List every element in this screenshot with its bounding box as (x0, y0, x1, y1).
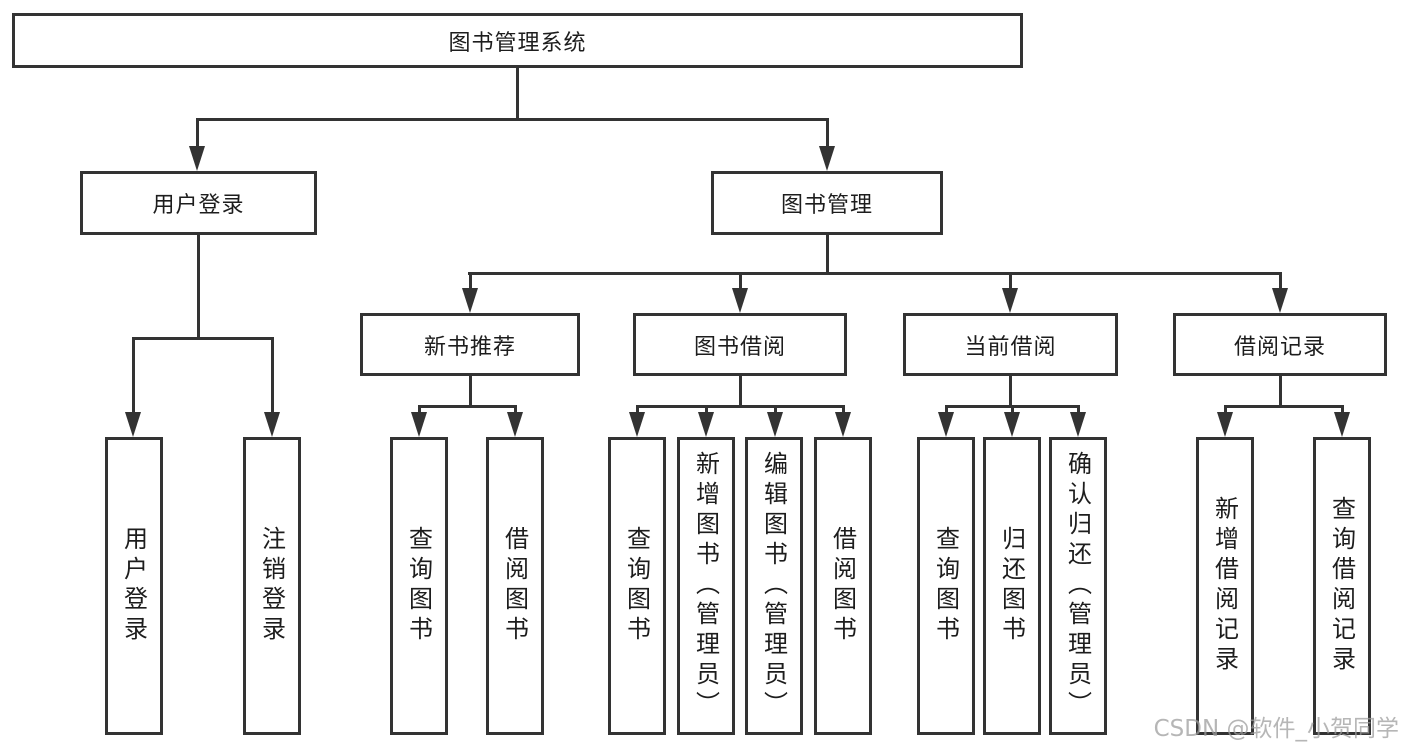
leaf-confirm-return-admin-label: 确认归还（管理员） (1063, 451, 1092, 721)
arrow-down-current-borrow (1002, 288, 1018, 313)
leaf-return-books: 归还图书 (983, 437, 1041, 735)
leaf-search-books-current-label: 查询图书 (931, 526, 960, 646)
connector-borrow-records-hline (1224, 405, 1344, 408)
node-book-borrowing: 图书借阅 (633, 313, 847, 376)
arrow-down (507, 412, 523, 437)
arrow-down (938, 412, 954, 437)
connector-drop (418, 405, 421, 414)
leaf-add-book-admin-label: 新增图书（管理员） (691, 451, 720, 721)
arrow-down-book-management (819, 146, 835, 171)
arrow-down-user-login (189, 146, 205, 171)
connector-drop (1224, 405, 1227, 414)
connector-drop (842, 405, 845, 414)
leaf-add-borrow-record: 新增借阅记录 (1196, 437, 1254, 735)
leaf-search-books-borrowing: 查询图书 (608, 437, 666, 735)
connector-book-borrowing-stem (739, 376, 742, 405)
arrow-down-new-book (462, 288, 478, 313)
leaf-add-book-admin: 新增图书（管理员） (677, 437, 735, 735)
node-book-management-label: 图书管理 (780, 193, 873, 218)
leaf-edit-book-admin: 编辑图书（管理员） (745, 437, 803, 735)
arrow-down (767, 412, 783, 437)
connector-drop-leaf-login (132, 337, 135, 415)
node-root: 图书管理系统 (12, 13, 1023, 68)
arrow-down (835, 412, 851, 437)
connector-drop-new-book (469, 272, 472, 290)
connector-user-login-stem (197, 235, 200, 337)
arrow-down-borrow-records (1272, 288, 1288, 313)
connector-new-book-stem (469, 376, 472, 405)
node-borrowing-records: 借阅记录 (1173, 313, 1387, 376)
arrow-down-leaf-logout (264, 412, 280, 437)
connector-drop (514, 405, 517, 414)
leaf-confirm-return-admin: 确认归还（管理员） (1049, 437, 1107, 735)
arrow-down (1070, 412, 1086, 437)
connector-root-hline (196, 118, 829, 121)
node-current-borrowing-label: 当前借阅 (964, 334, 1057, 360)
leaf-logout: 注销登录 (243, 437, 301, 735)
leaf-edit-book-admin-label: 编辑图书（管理员） (759, 451, 788, 721)
leaf-logout-label: 注销登录 (257, 526, 286, 646)
leaf-borrow-books-recommend: 借阅图书 (486, 437, 544, 735)
node-book-borrowing-label: 图书借阅 (693, 334, 786, 360)
node-user-login-label: 用户登录 (152, 193, 245, 218)
connector-book-mgmt-stem (826, 235, 829, 272)
connector-drop-book-borrow (739, 272, 742, 290)
watermark: CSDN @软件_小贺同学 (1153, 716, 1399, 742)
connector-drop-borrow-records (1279, 272, 1282, 290)
arrow-down (698, 412, 714, 437)
connector-book-borrowing-hline (636, 405, 845, 408)
connector-user-login-hline (132, 337, 274, 340)
node-user-login: 用户登录 (80, 171, 317, 235)
connector-borrow-records-stem (1279, 376, 1282, 405)
arrow-down (1004, 412, 1020, 437)
connector-drop (945, 405, 948, 414)
connector-drop (1077, 405, 1080, 414)
node-current-borrowing: 当前借阅 (903, 313, 1118, 376)
leaf-add-borrow-record-label: 新增借阅记录 (1210, 496, 1239, 676)
leaf-return-books-label: 归还图书 (997, 526, 1026, 646)
connector-drop (705, 405, 708, 414)
connector-drop-book-management (826, 118, 829, 148)
leaf-search-books-recommend-label: 查询图书 (404, 526, 433, 646)
leaf-search-books-borrowing-label: 查询图书 (622, 526, 651, 646)
node-book-management: 图书管理 (711, 171, 943, 235)
connector-new-book-hline (418, 405, 517, 408)
connector-drop-current-borrow (1009, 272, 1012, 290)
leaf-user-login: 用户登录 (105, 437, 163, 735)
arrow-down (1334, 412, 1350, 437)
connector-current-borrowing-stem (1009, 376, 1012, 405)
connector-drop-leaf-logout (271, 337, 274, 415)
arrow-down (1217, 412, 1233, 437)
leaf-borrow-books-recommend-label: 借阅图书 (500, 526, 529, 646)
node-borrowing-records-label: 借阅记录 (1233, 334, 1326, 360)
arrow-down (629, 412, 645, 437)
arrow-down-book-borrow (732, 288, 748, 313)
leaf-search-borrow-record-label: 查询借阅记录 (1327, 496, 1356, 676)
connector-drop (1341, 405, 1344, 414)
leaf-search-borrow-record: 查询借阅记录 (1313, 437, 1371, 735)
arrow-down (411, 412, 427, 437)
node-new-book-label: 新书推荐 (423, 334, 516, 360)
leaf-search-books-recommend: 查询图书 (390, 437, 448, 735)
leaf-borrow-books-borrowing: 借阅图书 (814, 437, 872, 735)
connector-root-stem (516, 68, 519, 118)
connector-drop (1011, 405, 1014, 414)
leaf-search-books-current: 查询图书 (917, 437, 975, 735)
node-new-book-recommendation: 新书推荐 (360, 313, 580, 376)
arrow-down-leaf-login (125, 412, 141, 437)
connector-book-mgmt-hline (468, 272, 1281, 275)
connector-drop (636, 405, 639, 414)
connector-drop (774, 405, 777, 414)
connector-drop-user-login (196, 118, 199, 148)
leaf-borrow-books-borrowing-label: 借阅图书 (828, 526, 857, 646)
node-root-label: 图书管理系统 (448, 30, 587, 56)
leaf-user-login-label: 用户登录 (119, 526, 148, 646)
